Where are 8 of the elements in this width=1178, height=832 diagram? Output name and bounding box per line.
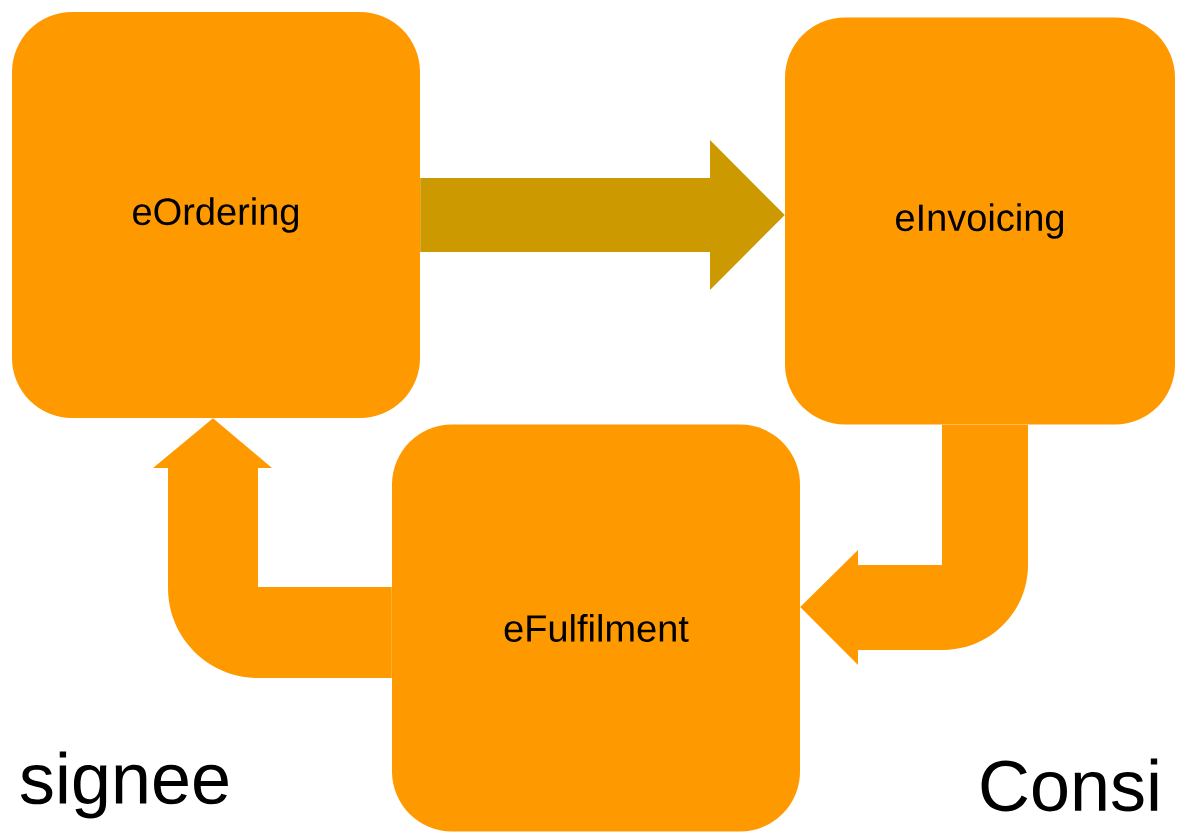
block-arrow: [800, 424, 1028, 665]
block-arrow: [420, 140, 785, 290]
partial-label: Consi: [981, 758, 1158, 812]
partial-label: signee: [20, 751, 228, 819]
process-box: eOrdering: [12, 12, 420, 418]
process-box: eInvoicing: [785, 17, 1175, 425]
process-box: eFulfilment: [392, 424, 800, 832]
block-arrow: [153, 418, 392, 678]
